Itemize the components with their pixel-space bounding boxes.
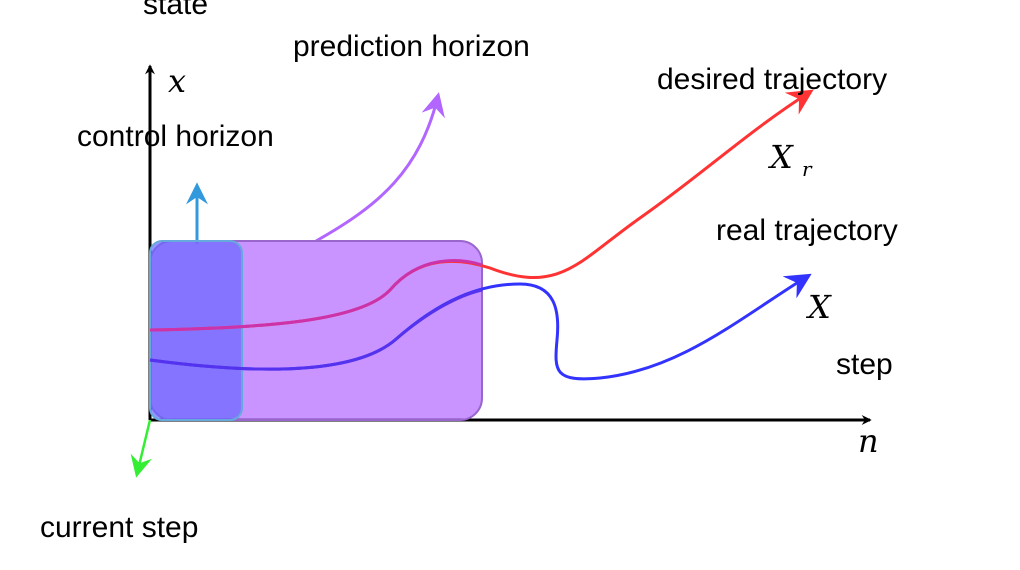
real-trajectory-curve-overlay [149,288,483,371]
desired-trajectory-subscript: r [802,157,813,181]
prediction-horizon-label: prediction horizon [293,30,530,63]
prediction-horizon-arrow [315,92,445,243]
x-axis-symbol: n [858,422,879,460]
control-horizon-label: control horizon [77,120,274,153]
real-trajectory-symbol: X [805,288,832,326]
desired-trajectory-curve-overlay [149,259,483,332]
current-step-arrow [130,419,152,478]
real-trajectory-label: real trajectory [716,214,898,247]
state-label: state [143,0,208,21]
desired-trajectory-symbol: X [767,138,794,176]
y-axis-symbol: x [168,62,186,100]
current-step-label: current step [40,511,198,544]
control-horizon-box [149,240,243,421]
step-label: step [836,348,893,381]
desired-trajectory-label: desired trajectory [657,63,887,96]
